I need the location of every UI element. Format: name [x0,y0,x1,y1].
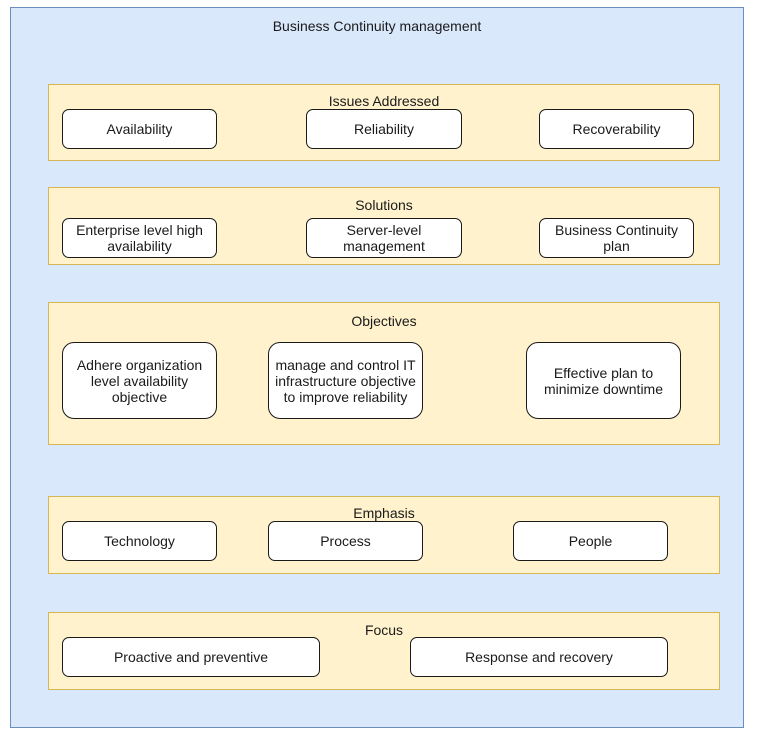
section-title: Issues Addressed [328,93,440,109]
box-reliability[interactable]: Reliability [306,109,462,149]
section-title: Objectives [351,313,417,329]
box-availability[interactable]: Availability [62,109,217,149]
section-title: Focus [364,622,404,638]
box-process[interactable]: Process [268,521,423,561]
box-response-and-recovery[interactable]: Response and recovery [410,637,668,677]
box-server-level-management[interactable]: Server-level management [306,218,462,258]
diagram-title: Business Continuity management [272,18,482,34]
section-title: Solutions [355,197,413,213]
box-people[interactable]: People [513,521,668,561]
box-recoverability[interactable]: Recoverability [539,109,694,149]
box-proactive-and-preventive[interactable]: Proactive and preventive [62,637,320,677]
box-enterprise-level-high-availability[interactable]: Enterprise level high availability [62,218,217,258]
box-effective-plan-minimize-downtime[interactable]: Effective plan to minimize downtime [526,342,681,419]
box-manage-control-it-infrastructure[interactable]: manage and control IT infrastructure obj… [268,342,423,419]
box-business-continuity-plan[interactable]: Business Continuity plan [539,218,694,258]
box-technology[interactable]: Technology [62,521,217,561]
box-adhere-organization-objective[interactable]: Adhere organization level availability o… [62,342,217,419]
section-title: Emphasis [353,505,415,521]
